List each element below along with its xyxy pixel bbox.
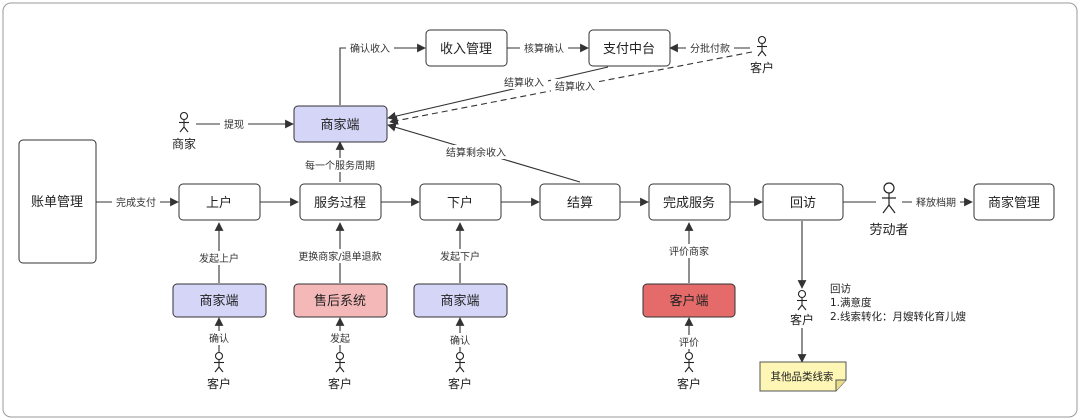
actor-customer-4-label: 客户: [677, 376, 701, 391]
label-each-period: 每一个服务周期: [305, 159, 375, 172]
label-withdraw: 提现: [224, 119, 244, 131]
node-client-end-label: 客户端: [669, 293, 708, 309]
node-merchant-b: 商家端: [413, 283, 508, 318]
node-shanghu: 上户: [178, 183, 261, 221]
actor-worker: 劳动者: [869, 182, 909, 238]
node-settle: 结算: [539, 183, 621, 221]
node-xiahu-label: 下户: [447, 195, 473, 211]
label-release-schedule: 释放档期: [916, 196, 956, 209]
label-rate-merchant: 评价商家: [669, 245, 709, 258]
label-initiate-shanghu: 发起上户: [199, 252, 239, 265]
label-initiate: 发起: [330, 332, 350, 345]
actor-customer-3-label: 客户: [448, 376, 472, 391]
actor-customer-1: 客户: [207, 351, 231, 391]
actor-customer-4: 客户: [677, 351, 701, 391]
edge-paycenter-to-merchanttop: [387, 66, 609, 121]
edge-labels: 完成支付 提现 确认收入 核算确认 分批付款 结算收入 结算收入 结算剩余收入 …: [112, 41, 960, 349]
edge-merchanttop-to-income: [339, 43, 426, 105]
person-icon: [335, 351, 345, 373]
actor-customer-top: 客户: [750, 35, 774, 75]
node-merchant-a: 商家端: [172, 283, 267, 318]
sticky-note: 其他品类线索: [759, 361, 847, 392]
actor-worker-label: 劳动者: [869, 222, 908, 238]
actor-customer-2-label: 客户: [328, 376, 352, 391]
node-income-mgmt: 收入管理: [425, 29, 508, 67]
node-shanghu-label: 上户: [206, 195, 232, 211]
node-settle-label: 结算: [567, 196, 593, 211]
node-revisit: 回访: [762, 183, 844, 221]
node-account-label: 账单管理: [31, 195, 83, 210]
node-after-sales: 售后系统: [293, 283, 388, 318]
actor-merchant-label: 商家: [172, 136, 196, 151]
node-service-process: 服务过程: [299, 183, 382, 221]
revisit-note-title: 回访: [830, 283, 851, 295]
label-confirm-income: 确认收入: [350, 42, 390, 55]
node-merchant-top: 商家端: [293, 105, 388, 143]
node-pay-center: 支付中台: [588, 29, 671, 67]
node-merchant-mgmt-label: 商家管理: [988, 195, 1040, 211]
node-after-sales-label: 售后系统: [314, 293, 366, 309]
node-pay-center-label: 支付中台: [603, 42, 655, 57]
node-xiahu: 下户: [419, 183, 502, 221]
revisit-note: 回访 1.满意度 2.线索转化：月嫂转化育儿嫂: [830, 283, 967, 323]
person-icon: [179, 111, 189, 133]
label-verify-confirm: 核算确认: [524, 42, 564, 55]
label-settle-income-2: 结算收入: [555, 80, 595, 93]
node-merchant-top-label: 商家端: [320, 117, 359, 133]
person-icon: [797, 289, 807, 311]
label-settle-income-1: 结算收入: [504, 76, 544, 89]
actor-customer-3: 客户: [448, 351, 472, 391]
person-icon: [882, 182, 896, 214]
person-icon: [757, 35, 767, 57]
node-merchant-mgmt: 商家管理: [973, 183, 1055, 221]
revisit-note-line2: 2.线索转化：月嫂转化育儿嫂: [830, 310, 967, 323]
node-complete-service: 完成服务: [648, 183, 731, 221]
actor-customer-1-label: 客户: [207, 376, 231, 391]
person-icon: [684, 351, 694, 373]
node-merchant-a-label: 商家端: [199, 293, 238, 309]
label-rate: 评价: [679, 337, 699, 349]
person-icon: [455, 351, 465, 373]
label-confirm-2: 确认: [450, 334, 470, 347]
person-icon: [214, 351, 224, 373]
node-complete-service-label: 完成服务: [663, 195, 715, 211]
node-income-mgmt-label: 收入管理: [440, 42, 492, 57]
label-initiate-xiahu: 发起下户: [440, 250, 480, 263]
node-client-end: 客户端: [642, 283, 736, 318]
label-settle-remain: 结算剩余收入: [446, 146, 506, 159]
actor-merchant: 商家: [172, 111, 196, 151]
actor-customer-top-label: 客户: [750, 60, 774, 75]
label-confirm-1: 确认: [209, 332, 229, 345]
node-account: 账单管理: [18, 139, 97, 264]
node-merchant-b-label: 商家端: [440, 293, 479, 309]
label-installment-pay: 分批付款: [690, 42, 730, 55]
revisit-note-line1: 1.满意度: [830, 296, 872, 309]
actor-customer-revisit-label: 客户: [790, 312, 814, 327]
actor-customer-2: 客户: [328, 351, 352, 391]
label-complete-pay: 完成支付: [116, 196, 156, 209]
node-revisit-label: 回访: [790, 196, 816, 211]
label-replace-refund: 更换商家/退单退款: [298, 250, 381, 263]
node-service-process-label: 服务过程: [314, 195, 366, 211]
sticky-note-text: 其他品类线索: [771, 370, 834, 383]
actor-customer-revisit: 客户: [790, 289, 814, 327]
